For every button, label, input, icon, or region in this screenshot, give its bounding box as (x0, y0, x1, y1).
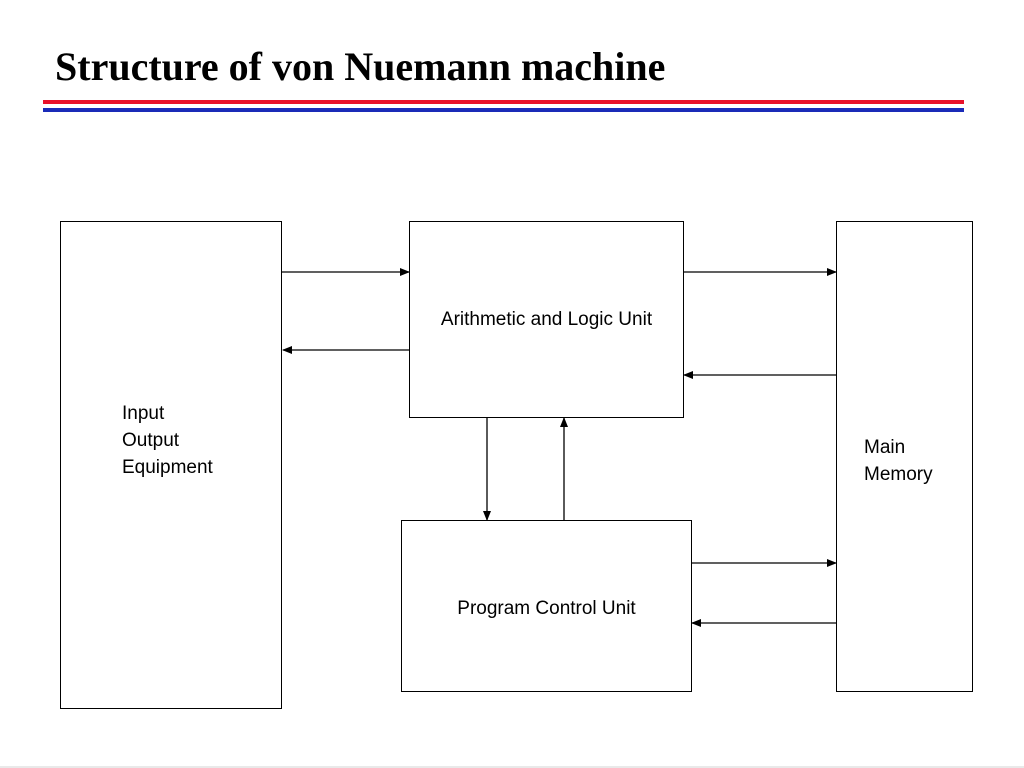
alu-label: Arithmetic and Logic Unit (440, 309, 653, 330)
main-memory-label-line-1: Main (864, 437, 906, 458)
main-memory-label: Main Memory (864, 434, 933, 488)
slide-title: Structure of von Nuemann machine (55, 44, 666, 89)
title-rule-red (43, 100, 964, 104)
input-output-block: Input Output Equipment (60, 221, 282, 709)
input-output-label-line-3: Equipment (122, 457, 213, 478)
input-output-label: Input Output Equipment (122, 400, 213, 481)
main-memory-label-line-2: Memory (864, 464, 933, 485)
input-output-label-line-1: Input (122, 403, 165, 424)
program-control-unit-block: Program Control Unit (401, 520, 692, 692)
alu-block: Arithmetic and Logic Unit (409, 221, 684, 418)
main-memory-block: Main Memory (836, 221, 973, 692)
title-rule-blue (43, 108, 964, 112)
footer-strip (0, 766, 1024, 768)
program-control-unit-label: Program Control Unit (457, 598, 636, 619)
input-output-label-line-2: Output (122, 430, 180, 451)
